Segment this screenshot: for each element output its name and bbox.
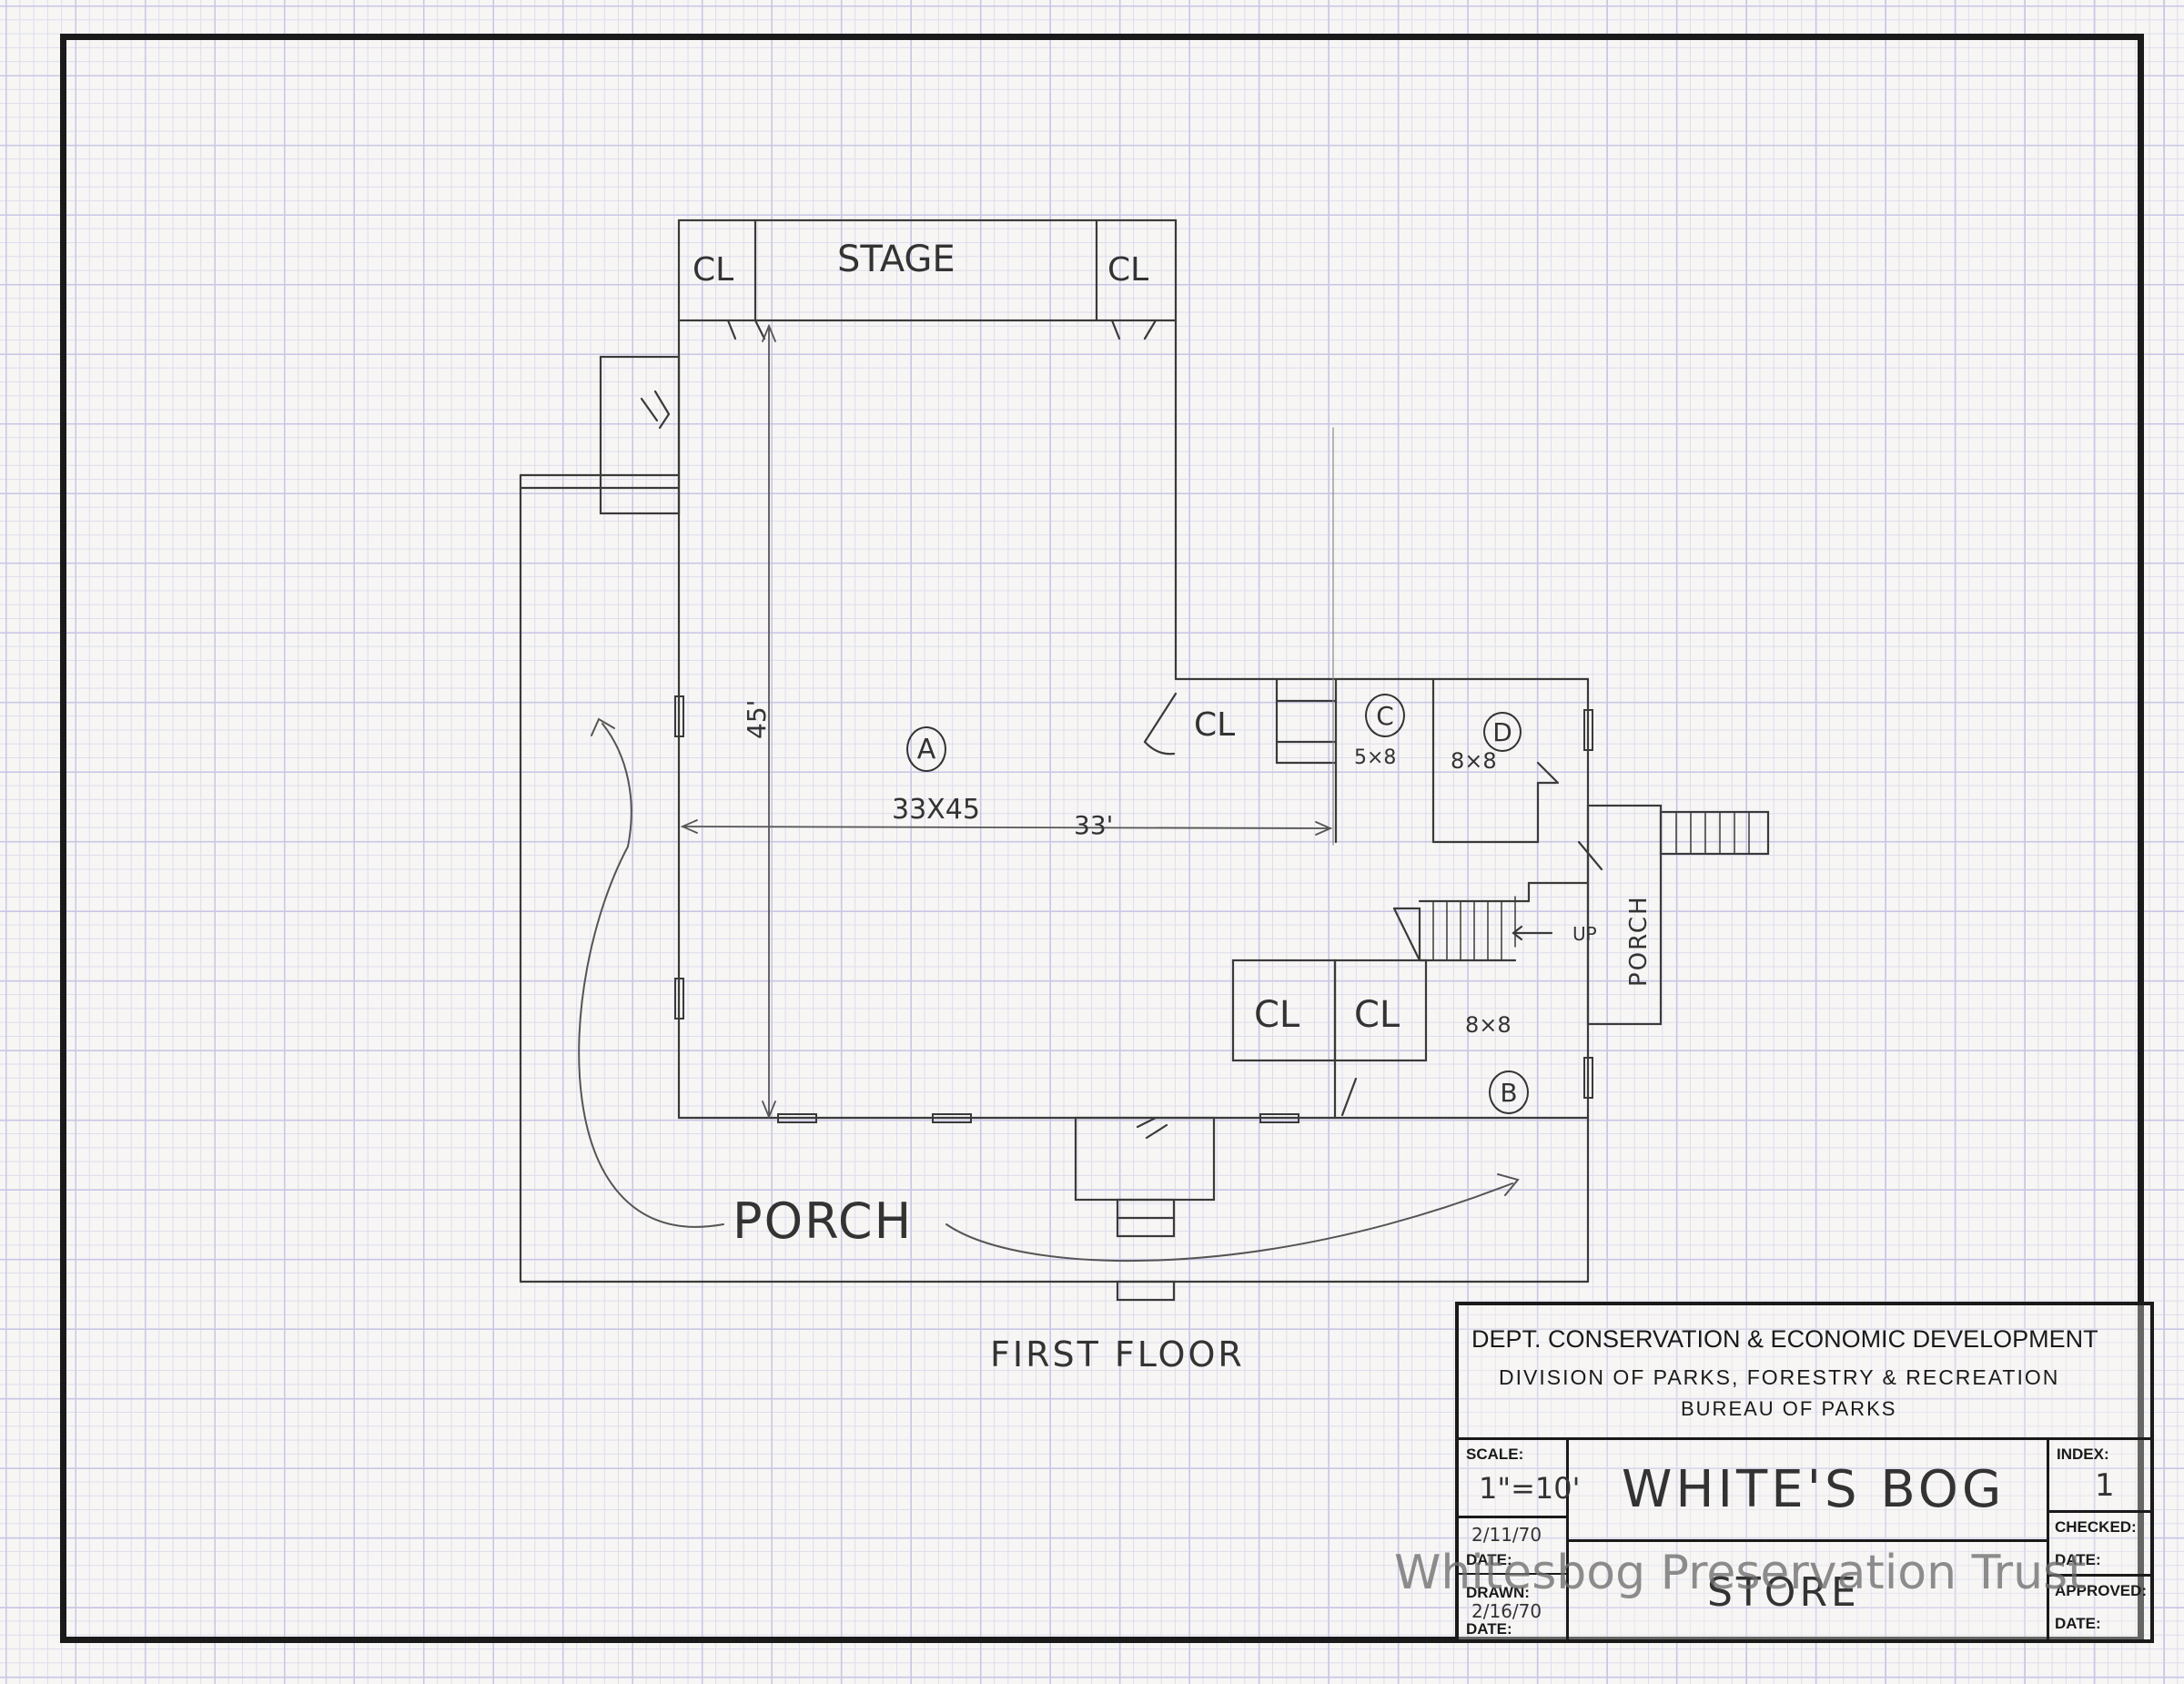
closet-label-lower-right: CL [1354, 994, 1400, 1036]
division-line: DIVISION OF PARKS, FORESTRY & RECREATION [1499, 1365, 2060, 1389]
watermark: Whitesbog Preservation Trust [1394, 1546, 2087, 1600]
stair-up-label: UP [1572, 923, 1597, 945]
index-value: 1 [2095, 1467, 2115, 1504]
room-c-marker: C [1365, 694, 1405, 737]
date-1-value: 2/11/70 [1471, 1524, 1542, 1546]
index-cell: INDEX: 1 [2049, 1440, 2150, 1513]
closet-label-lower-left: CL [1254, 994, 1300, 1036]
date-2-label: DATE: [1466, 1620, 1512, 1638]
bureau-line: BUREAU OF PARKS [1681, 1397, 1897, 1420]
date-1-label: DATE: [1466, 1551, 1512, 1568]
approved-label: APPROVED: [2055, 1582, 2148, 1599]
checked-date-label: DATE: [2055, 1551, 2101, 1568]
drawn-label: DRAWN: [1466, 1584, 1530, 1601]
room-a-marker: A [906, 726, 946, 772]
front-porch-label: PORCH [733, 1192, 914, 1250]
scale-cell: SCALE: 1"=10' [1459, 1440, 1580, 1518]
room-b-marker: B [1489, 1070, 1529, 1114]
checked-cell: CHECKED: DATE: [2049, 1513, 2150, 1577]
dept-line: DEPT. CONSERVATION & ECONOMIC DEVELOPMEN… [1471, 1325, 2098, 1353]
room-d-size: 8×8 [1451, 748, 1497, 774]
closet-label-stage-left: CL [693, 251, 734, 289]
approved-cell: APPROVED: DATE: [2049, 1577, 2150, 1640]
checked-label: CHECKED: [2055, 1518, 2137, 1536]
sheet-border [60, 34, 2144, 1643]
room-a-size: 33X45 [892, 794, 980, 826]
building-cell: STORE [1569, 1542, 2049, 1640]
dimension-vertical-label: 45' [742, 699, 772, 739]
title-block-header: DEPT. CONSERVATION & ECONOMIC DEVELOPMEN… [1459, 1305, 2150, 1440]
project-cell: WHITE'S BOG [1569, 1440, 2049, 1542]
date-2-value: 2/16/70 [1471, 1600, 1542, 1622]
room-c-size: 5×8 [1354, 746, 1397, 769]
stage-label: STAGE [837, 238, 956, 280]
room-b-size: 8×8 [1465, 1012, 1512, 1038]
scale-value: 1"=10' [1479, 1471, 1581, 1506]
stage-outline [677, 218, 1178, 322]
room-d-marker: D [1483, 712, 1522, 752]
index-label: INDEX: [2057, 1446, 2109, 1463]
project-name: WHITE'S BOG [1622, 1460, 2006, 1519]
closet-label-east: CL [1194, 706, 1236, 744]
scale-label: SCALE: [1466, 1446, 1524, 1463]
dimension-horizontal-label: 33' [1074, 810, 1114, 840]
dates-cell: 2/11/70 DATE: DRAWN: 2/16/70 DATE: [1459, 1518, 1569, 1640]
approved-date-label: DATE: [2055, 1615, 2101, 1632]
title-block: DEPT. CONSERVATION & ECONOMIC DEVELOPMEN… [1455, 1302, 2154, 1643]
dates-divider [1459, 1573, 1566, 1575]
floor-title: FIRST FLOOR [990, 1334, 1245, 1375]
side-porch-label: PORCH [1625, 895, 1653, 987]
building-name: STORE [1707, 1569, 1860, 1616]
closet-label-stage-right: CL [1107, 251, 1149, 289]
